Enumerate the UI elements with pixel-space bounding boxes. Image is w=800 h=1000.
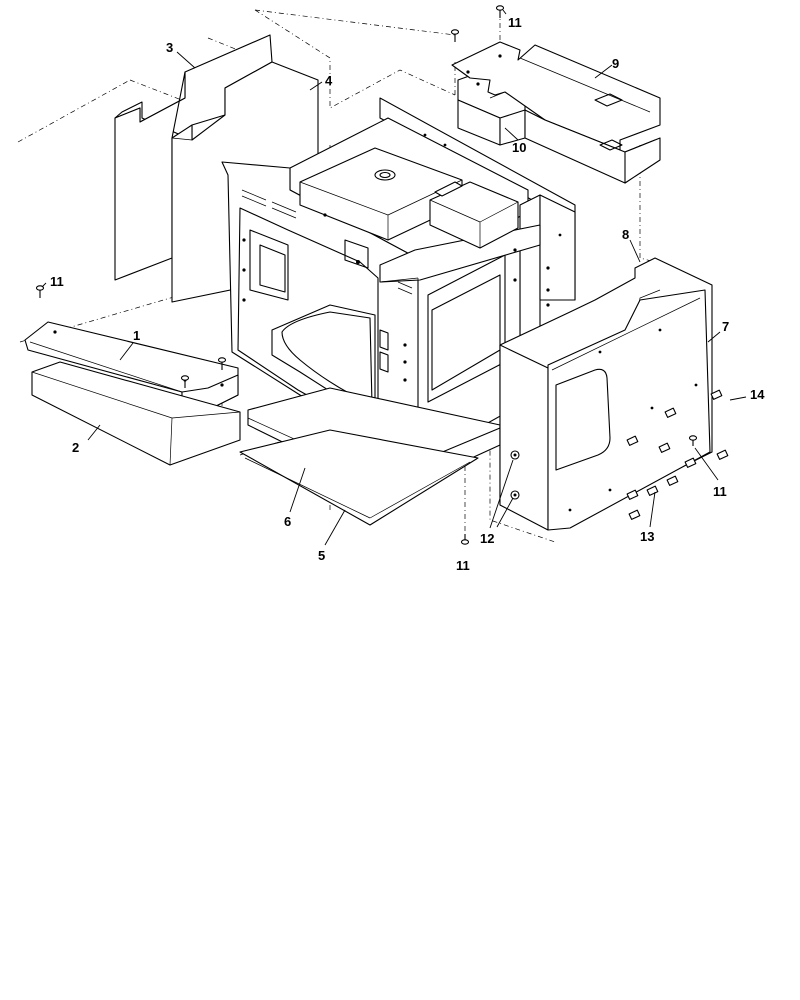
clip-13-c: [684, 457, 697, 468]
callout-11-right: 11: [713, 484, 727, 499]
callout-11-bottom: 11: [456, 558, 470, 573]
callout-8: 8: [622, 227, 629, 242]
screw-top-left: [450, 29, 460, 42]
grommet-12-b: [510, 490, 520, 500]
callout-11-left: 11: [50, 274, 64, 289]
fasteners: [35, 5, 729, 545]
screw-11-top-right: [495, 5, 505, 18]
part-9-top-panel: [451, 41, 661, 184]
callout-11-top: 11: [508, 15, 522, 30]
part-7-side-panel: [547, 289, 711, 531]
clip-14-a: [710, 389, 723, 400]
callout-6: 6: [284, 514, 291, 529]
screw-11-right: [688, 435, 698, 446]
clip-14-b: [664, 407, 677, 418]
clip-13-e: [666, 475, 679, 486]
callout-5: 5: [318, 548, 325, 563]
clip-13-a: [626, 435, 639, 446]
callout-2: 2: [72, 440, 79, 455]
callout-3: 3: [166, 40, 173, 55]
callout-labels: 3 4 11 9 10 8 11 7 1 14 2 11 6 12 13 5 1…: [50, 15, 765, 573]
callout-12: 12: [480, 531, 494, 546]
screw-part-1-a: [180, 375, 190, 388]
callout-1: 1: [133, 328, 140, 343]
callout-9: 9: [612, 56, 619, 71]
grommet-12-a: [510, 450, 520, 460]
callout-7: 7: [722, 319, 729, 334]
callout-13: 13: [640, 529, 654, 544]
clip-13-g: [626, 489, 639, 500]
clip-13-b: [658, 442, 671, 453]
screw-11-bottom: [460, 534, 470, 545]
clip-14-c: [716, 449, 729, 460]
screw-part-1-b: [217, 357, 227, 370]
screw-11-left: [35, 285, 45, 298]
clip-13-f: [628, 509, 641, 520]
leader-lines: [41, 9, 747, 546]
clip-13-d: [646, 485, 659, 496]
callout-10: 10: [512, 140, 526, 155]
callout-14: 14: [750, 387, 765, 402]
part-5-bottom-plate: [239, 429, 479, 526]
part-2-bottom-insulation: [31, 361, 241, 466]
callout-4: 4: [325, 73, 333, 88]
